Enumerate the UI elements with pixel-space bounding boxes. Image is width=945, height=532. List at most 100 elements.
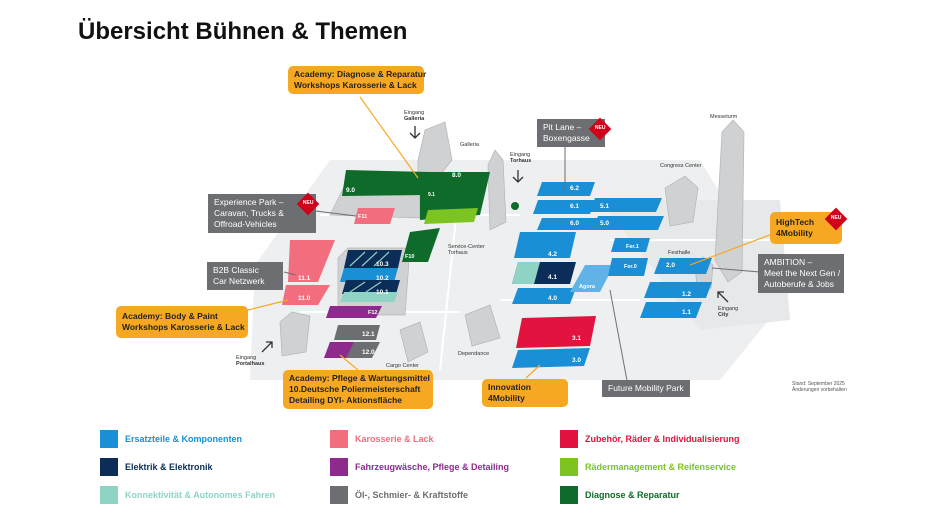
legend-label: Karosserie & Lack <box>355 434 434 444</box>
legend-item: Fahrzeugwäsche, Pflege & Detailing <box>330 458 509 476</box>
hall-label-f12: F12 <box>368 310 378 316</box>
congress-building <box>664 175 699 227</box>
hall-label-2-0: 2.0 <box>666 262 676 269</box>
hall-label-8-0: 8.0 <box>452 172 462 179</box>
legend-item: Rädermanagement & Reifenservice <box>560 458 736 476</box>
callout-academy-body-paint[interactable]: Academy: Body & Paint Workshops Karosser… <box>116 306 248 338</box>
label-galleria: Galleria <box>460 142 479 148</box>
legend-swatch <box>330 458 348 476</box>
legend-swatch <box>330 430 348 448</box>
legend-label: Zubehör, Räder & Individualisierung <box>585 434 740 444</box>
page-title: Übersicht Bühnen & Themen <box>78 18 408 45</box>
hall-label-f11: F11 <box>358 214 368 220</box>
legend-swatch <box>560 458 578 476</box>
label-messeturm: Messeturm <box>710 114 738 120</box>
portalhaus-building <box>279 311 311 357</box>
legend-swatch <box>100 458 118 476</box>
legend-item: Konnektivität & Autonomes Fahren <box>100 486 275 504</box>
legend-swatch <box>100 486 118 504</box>
hall-label-10-3: 10.3 <box>376 261 389 268</box>
hall-3-1 <box>516 316 596 348</box>
legend-swatch <box>560 486 578 504</box>
hall-fer-0 <box>608 258 648 276</box>
messeturm-building <box>714 119 745 283</box>
hall-label-3-1: 3.1 <box>572 335 582 342</box>
hall-label-10-2: 10.2 <box>376 275 389 282</box>
exhibition-map <box>239 96 790 387</box>
legend-label: Rädermanagement & Reifenservice <box>585 462 737 472</box>
callout-future-mobility-park[interactable]: Future Mobility Park <box>602 380 690 397</box>
label-dependance: Dependance <box>458 351 490 357</box>
torhaus-building <box>487 149 507 231</box>
hall-5-1 <box>590 198 662 212</box>
dependance-building <box>464 304 501 347</box>
legend-label: Konnektivität & Autonomes Fahren <box>125 490 276 500</box>
hall-label-11-1: 11.1 <box>298 275 311 282</box>
hall-1-2 <box>644 282 712 298</box>
hall-9-lime <box>424 208 478 224</box>
hall-6-2 <box>537 182 595 196</box>
gray-leaders <box>283 142 761 387</box>
hall-label-12-0: 12.0 <box>362 349 375 356</box>
label-congress-center: Congress Center <box>660 163 702 169</box>
hall-label-4-1: 4.1 <box>548 274 558 281</box>
hall-label-6-1: 6.1 <box>570 203 580 210</box>
hall-label-5-0: 5.0 <box>600 220 610 227</box>
callout-innovation[interactable]: Innovation 4Mobility <box>482 379 568 407</box>
hall-label-4-0: 4.0 <box>548 295 558 302</box>
hall-12-1 <box>334 325 380 340</box>
legend-swatch <box>100 430 118 448</box>
legend-item: Zubehör, Räder & Individualisierung <box>560 430 740 448</box>
hall-4-1-teal <box>512 262 540 284</box>
hall-1-1 <box>640 302 702 318</box>
hall-label-6-2: 6.2 <box>570 185 580 192</box>
hall-agora <box>570 265 614 292</box>
legend-item: Elektrik & Elektronik <box>100 458 213 476</box>
entrance-arrows <box>261 126 729 353</box>
info-icon <box>511 202 519 210</box>
legend: Ersatzteile & Komponenten Karosserie & L… <box>100 430 860 520</box>
hall-10-stack <box>340 250 402 302</box>
hall-label-12-1: 12.1 <box>362 331 375 338</box>
hall-label-9-1: 9.1 <box>428 192 435 198</box>
hall-11-0 <box>282 285 330 305</box>
hall-f12 <box>326 306 382 318</box>
legend-item: Karosserie & Lack <box>330 430 434 448</box>
hall-label-4-2: 4.2 <box>548 251 558 258</box>
hall-f10 <box>402 228 440 262</box>
hall-label-10-1: 10.1 <box>376 289 389 296</box>
callout-ambition[interactable]: AMBITION – Meet the Next Gen / Autoberuf… <box>758 254 844 293</box>
gray-buildings <box>279 119 745 363</box>
legend-label: Fahrzeugwäsche, Pflege & Detailing <box>355 462 510 472</box>
hall-label-1-1: 1.1 <box>682 309 692 316</box>
hall-12-purple <box>324 342 354 358</box>
hall-9-block <box>342 170 430 196</box>
hall-label-1-2: 1.2 <box>682 291 692 298</box>
hall-4-2 <box>514 232 576 258</box>
hall-3-0 <box>512 348 590 368</box>
hall-label-fer-1: Fer.1 <box>626 244 639 250</box>
legend-item: Ersatzteile & Komponenten <box>100 430 242 448</box>
hall-label-6-0: 6.0 <box>570 220 580 227</box>
hall-4-0 <box>512 288 576 304</box>
callout-academy-diagnose[interactable]: Academy: Diagnose & Reparatur Workshops … <box>288 66 426 94</box>
label-festhalle: Festhalle <box>668 250 691 256</box>
callout-academy-pflege[interactable]: Academy: Pflege & Wartungsmittel 10.Deut… <box>283 370 433 409</box>
callout-b2b-classic[interactable]: B2B Classic Car Netzwerk <box>207 262 283 290</box>
legend-swatch <box>560 430 578 448</box>
legend-label: Elektrik & Elektronik <box>125 462 213 472</box>
hall-f11 <box>354 208 395 224</box>
label-cargo-center: Cargo Center <box>386 363 420 369</box>
hall-label-agora: Agora <box>579 284 595 290</box>
hall-label-3-0: 3.0 <box>572 357 582 364</box>
legend-item: Diagnose & Reparatur <box>560 486 680 504</box>
hall-5-0 <box>592 216 664 230</box>
hall-label-9-0: 9.0 <box>346 187 356 194</box>
legend-label: Öl-, Schmier- & Kraftstoffe <box>355 490 469 500</box>
callout-experience-park[interactable]: Experience Park – Caravan, Trucks & Offr… <box>208 194 316 233</box>
